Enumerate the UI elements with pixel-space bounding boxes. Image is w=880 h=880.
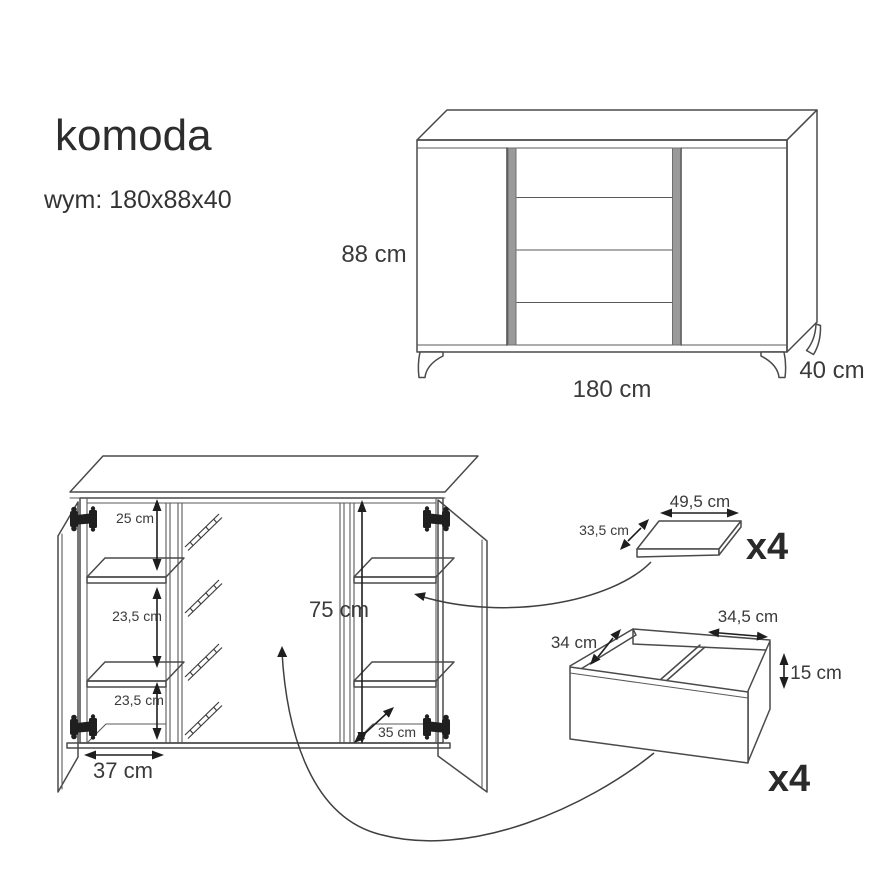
width-dimension-label: 180 cm bbox=[573, 376, 652, 403]
top-face bbox=[416, 109, 818, 141]
drawer-quantity-label: x4 bbox=[768, 758, 810, 800]
front-view: 25 cm 23,5 cm 23,5 cm 37 cm 75 cm bbox=[57, 455, 488, 793]
depth-dimension-label: 40 cm bbox=[799, 357, 864, 384]
drawer-width-label: 34,5 cm bbox=[718, 607, 778, 626]
top-board bbox=[69, 455, 479, 493]
drawer-right-wall bbox=[747, 640, 771, 763]
height-dimension-label: 88 cm bbox=[341, 241, 406, 268]
dim-arrow-compartment-width: 37 cm bbox=[84, 750, 164, 783]
drawer-rail-3 bbox=[184, 643, 223, 681]
shelf-plate-side-edge bbox=[718, 520, 742, 556]
top-compartment-label: 25 cm bbox=[116, 510, 154, 526]
drawer-front-panel bbox=[569, 666, 749, 764]
drawer-divider bbox=[659, 644, 706, 683]
right-shelf-1-top bbox=[353, 557, 455, 578]
shelf-depth-label: 35 cm bbox=[378, 724, 416, 740]
hinge-left-bottom bbox=[70, 714, 97, 740]
drawer-depth-label: 34 cm bbox=[551, 633, 597, 652]
middle-compartment-label: 23,5 cm bbox=[112, 608, 162, 624]
drawer-front-panel-top-edge bbox=[569, 672, 749, 699]
page-title: komoda bbox=[55, 111, 212, 160]
front-face bbox=[416, 139, 788, 353]
leg-front-left bbox=[417, 351, 444, 379]
dim-arrow-drawer-depth: 34 cm bbox=[551, 629, 621, 665]
drawer-part: 34,5 cm 34 cm 15 cm x4 bbox=[551, 607, 842, 800]
left-shelf-1-edge bbox=[86, 576, 167, 584]
drawer-to-cabinet-arrowhead bbox=[277, 646, 288, 657]
shelf-quantity-label: x4 bbox=[746, 526, 788, 568]
drawer-rail-4 bbox=[184, 701, 223, 739]
left-shelf-2-edge bbox=[86, 680, 167, 688]
drawer-back-wall bbox=[632, 628, 771, 651]
leg-front-right bbox=[760, 351, 787, 379]
shelf-to-cabinet-arrowhead bbox=[414, 592, 426, 601]
dim-arrow-middle-compartment: 23,5 cm bbox=[112, 587, 162, 668]
left-handle-strip bbox=[507, 147, 517, 346]
bottom-board-band bbox=[66, 742, 451, 749]
drawer-to-cabinet-arrow-curve bbox=[281, 651, 655, 842]
drawer-height-label: 15 cm bbox=[790, 663, 842, 684]
compartment-width-label: 37 cm bbox=[93, 758, 153, 783]
dim-arrow-top-compartment: 25 cm bbox=[116, 499, 162, 571]
dim-arrow-shelf-width: 49,5 cm bbox=[660, 492, 739, 518]
right-shelf-2-top bbox=[353, 661, 455, 682]
dim-arrow-drawer-width: 34,5 cm bbox=[708, 607, 778, 641]
hinge-left-top bbox=[70, 506, 97, 532]
shelf-plate-front-edge bbox=[636, 548, 720, 558]
dim-arrow-drawer-height: 15 cm bbox=[779, 653, 842, 689]
perspective-view: 88 cm 180 cm 40 cm bbox=[341, 109, 865, 403]
header: komoda wym: 180x88x40 bbox=[43, 111, 232, 214]
right-door-panel bbox=[437, 499, 488, 793]
shelf-width-label: 49,5 cm bbox=[670, 492, 730, 511]
side-face bbox=[786, 109, 818, 353]
leg-back-right bbox=[805, 323, 822, 356]
dim-arrow-interior-height: 75 cm bbox=[309, 500, 369, 744]
shelf-part-depth-label: 33,5 cm bbox=[579, 522, 629, 538]
shelf-to-cabinet-arrow-curve bbox=[419, 561, 652, 609]
left-door-panel bbox=[57, 501, 79, 793]
dim-arrow-shelf-depth: 35 cm bbox=[354, 707, 416, 743]
right-handle-strip bbox=[672, 147, 681, 346]
dim-arrow-bottom-compartment: 23,5 cm bbox=[114, 682, 164, 740]
drawer-rail-2 bbox=[184, 579, 223, 617]
shelf-part: 49,5 cm 33,5 cm x4 bbox=[579, 492, 788, 568]
right-shelf-2-edge bbox=[353, 680, 437, 688]
page-dimensions: wym: 180x88x40 bbox=[43, 186, 232, 214]
interior-height-label: 75 cm bbox=[309, 597, 369, 622]
annotation-arrows bbox=[277, 561, 655, 842]
drawer-rail-1 bbox=[184, 513, 223, 551]
right-shelf-1-edge bbox=[353, 576, 437, 584]
dim-arrow-shelf-part-depth: 33,5 cm bbox=[579, 519, 649, 550]
bottom-compartment-label: 23,5 cm bbox=[114, 692, 164, 708]
